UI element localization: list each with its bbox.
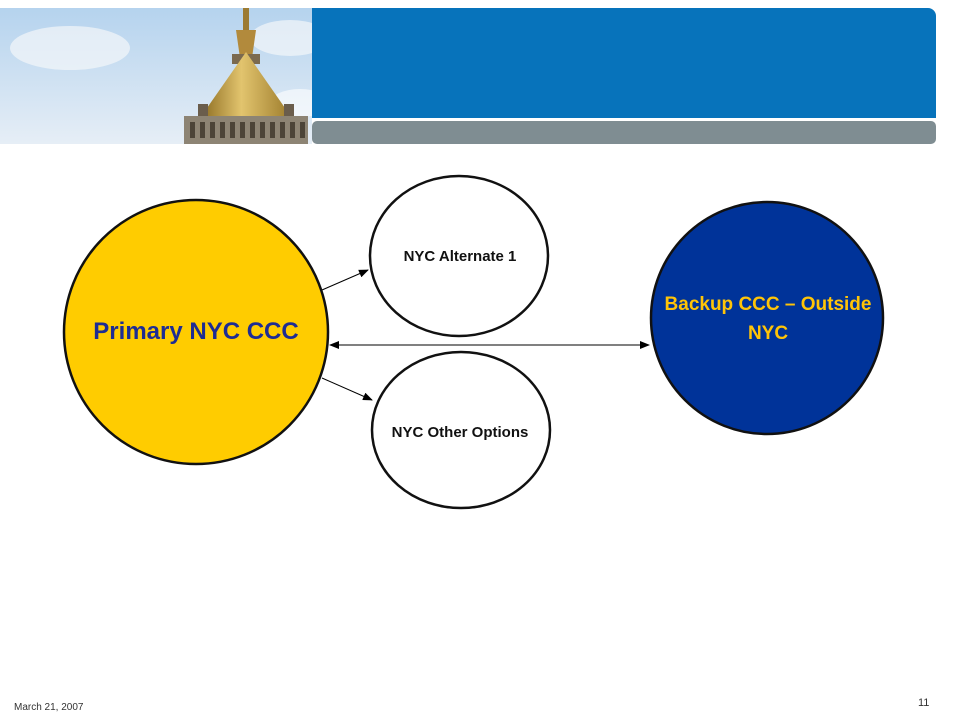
other-options-node-label: NYC Other Options xyxy=(391,424,529,441)
header-subtitle-bar xyxy=(312,121,936,144)
arrow-to-other-options xyxy=(321,377,373,401)
backup-node-circle xyxy=(649,200,885,436)
other-options-node-circle xyxy=(370,350,552,510)
backup-node-label: Backup CCC – Outside NYC xyxy=(664,294,872,344)
header-title-bar xyxy=(312,8,936,118)
arrow-to-alternate xyxy=(321,269,369,291)
primary-node-label: Primary NYC CCC xyxy=(93,318,299,345)
page-number: 11 xyxy=(918,697,930,709)
footer-date: March 21, 2007 xyxy=(14,702,84,713)
alternate-node-label: NYC Alternate 1 xyxy=(403,248,517,265)
primary-node-circle xyxy=(62,198,330,466)
header-building-photo xyxy=(0,8,312,144)
alternate-node-circle xyxy=(368,174,550,338)
